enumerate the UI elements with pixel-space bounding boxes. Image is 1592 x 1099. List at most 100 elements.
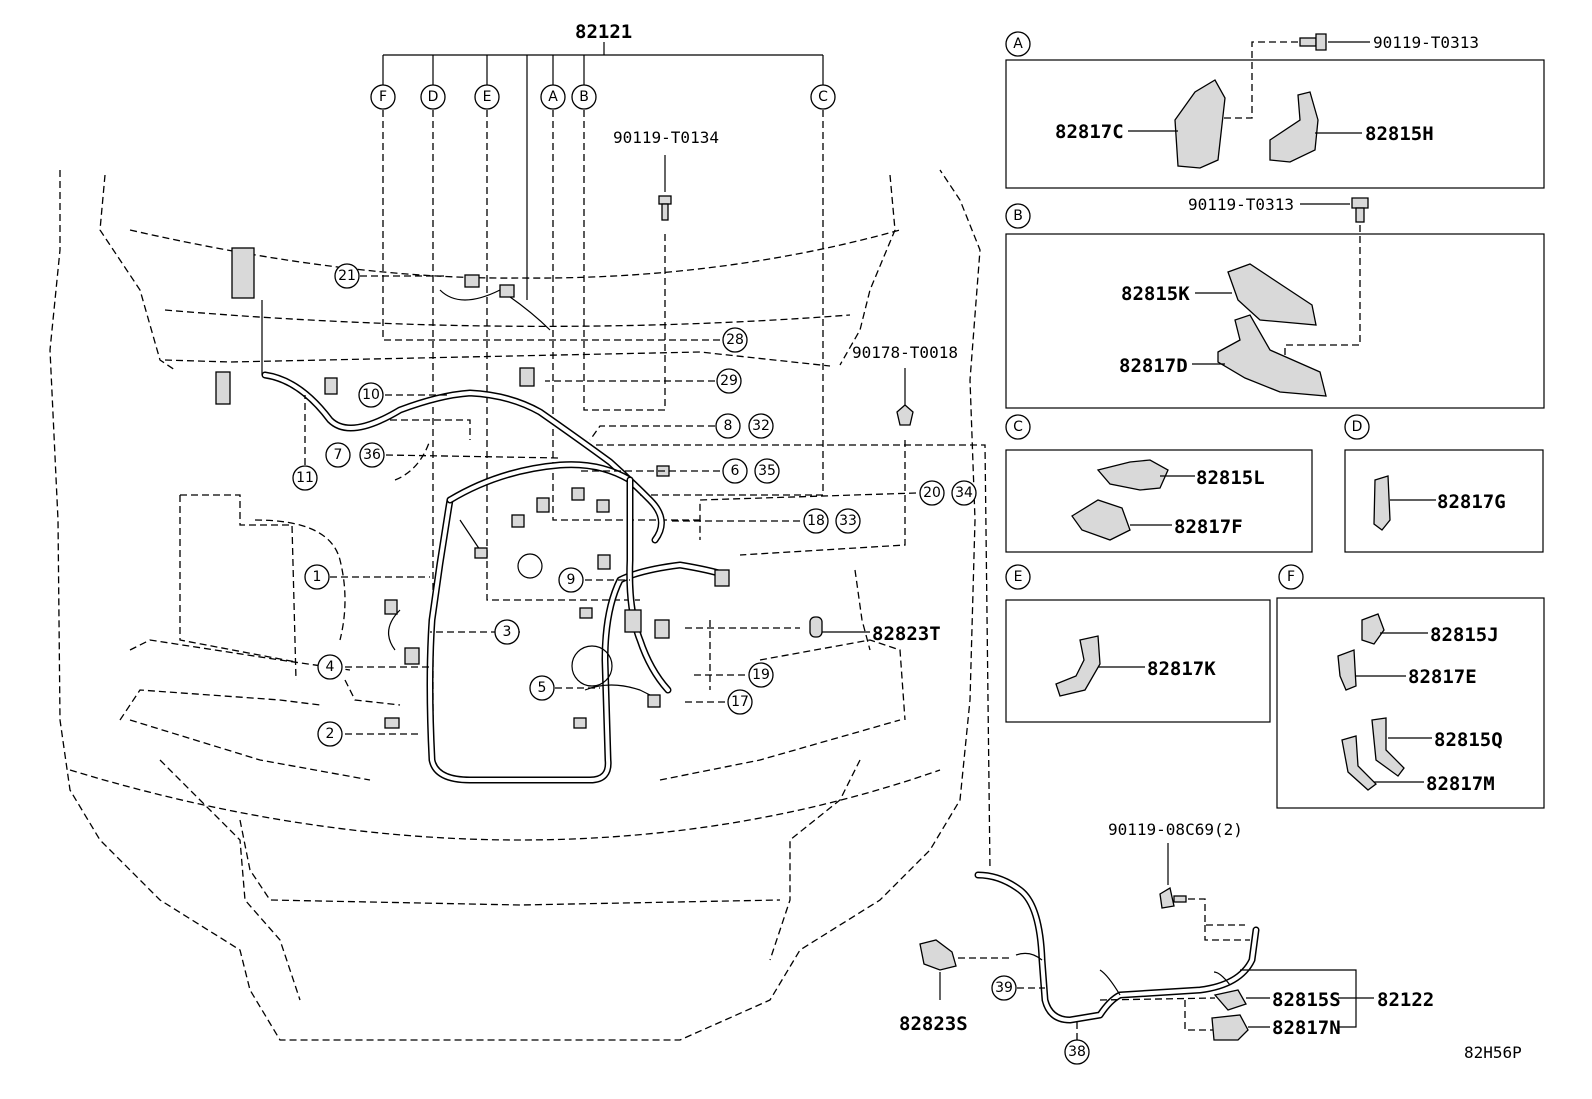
detail-f-part-3: 82815Q <box>1434 729 1503 751</box>
detail-f-part-2: 82817E <box>1408 666 1477 688</box>
branch-letter: E <box>483 89 492 105</box>
sub-harness-part-1: 82815S <box>1272 989 1341 1011</box>
callout-number: 18 <box>807 513 825 529</box>
branch-letter: B <box>579 89 589 105</box>
callout-21: 21 <box>334 263 360 289</box>
callout-2: 2 <box>317 721 343 747</box>
callout-10: 10 <box>358 382 384 408</box>
branch-callout-d: D <box>420 84 446 110</box>
callout-leaders <box>304 275 917 735</box>
detail-letter-e: E <box>1014 569 1023 585</box>
branch-letter: A <box>548 89 558 105</box>
callout-number: 5 <box>538 680 547 696</box>
branch-callout-c: C <box>810 84 836 110</box>
callout-3: 3 <box>494 619 520 645</box>
bolt-center-icon <box>658 155 672 221</box>
bracket-main-label: 82823T <box>872 623 941 645</box>
callout-number: 32 <box>752 418 770 434</box>
bolt-a-label: 90119-T0313 <box>1373 33 1479 52</box>
branch-callout-a: A <box>540 84 566 110</box>
detail-panel-d: D 82817G <box>1344 414 1544 553</box>
bolt-center-label: 90119-T0134 <box>613 128 719 147</box>
branch-letter: F <box>379 89 387 105</box>
detail-panel-f: F 82815J 82817E 82815Q 82817M <box>1276 564 1545 809</box>
detail-letter-d: D <box>1352 419 1363 435</box>
callout-number: 33 <box>839 513 857 529</box>
callout-35: 35 <box>754 458 780 484</box>
callout-number: 28 <box>726 332 744 348</box>
callout-number: 8 <box>724 418 733 434</box>
branch-letter: D <box>428 89 439 105</box>
connector-blocks <box>215 247 823 729</box>
callout-number: 36 <box>363 447 381 463</box>
callout-29: 29 <box>716 368 742 394</box>
callout-5: 5 <box>529 675 555 701</box>
detail-c-part-1: 82815L <box>1196 467 1265 489</box>
detail-a-part-1: 82817C <box>1055 121 1124 143</box>
callout-8: 8 <box>715 413 741 439</box>
callout-number: 7 <box>334 447 343 463</box>
numbered-callouts-right: 28 29 8 32 6 35 20 34 18 33 19 17 <box>715 327 977 715</box>
callout-38: 38 <box>1068 1044 1086 1060</box>
callout-1: 1 <box>304 564 330 590</box>
callout-6: 6 <box>722 458 748 484</box>
branch-callout-e: E <box>474 84 500 110</box>
branch-letter-callouts: F D E A B C <box>370 84 836 110</box>
detail-b-part-2: 82817D <box>1119 355 1188 377</box>
callout-number: 21 <box>338 268 356 284</box>
detail-b-part-1: 82815K <box>1121 283 1190 305</box>
callout-32: 32 <box>748 413 774 439</box>
detail-letter-a: A <box>1013 36 1023 52</box>
callout-number: 20 <box>923 485 941 501</box>
callout-number: 1 <box>313 569 322 585</box>
callout-number: 9 <box>567 572 576 588</box>
callout-number: 17 <box>731 694 749 710</box>
branch-callout-b: B <box>571 84 597 110</box>
callout-33: 33 <box>835 508 861 534</box>
branch-letter: C <box>818 89 828 105</box>
detail-letter-f: F <box>1287 569 1295 585</box>
callout-number: 34 <box>955 485 973 501</box>
bolt-lower-label: 90119-08C69(2) <box>1108 820 1243 839</box>
detail-c-part-2: 82817F <box>1174 516 1243 538</box>
detail-e-part-1: 82817K <box>1147 658 1216 680</box>
callout-number: 35 <box>758 463 776 479</box>
bolt-b-label: 90119-T0313 <box>1188 195 1294 214</box>
callout-4: 4 <box>317 654 343 680</box>
callout-number: 11 <box>296 470 314 486</box>
detail-f-part-1: 82815J <box>1430 624 1499 646</box>
detail-letter-c: C <box>1013 419 1023 435</box>
figure-code: 82H56P <box>1464 1043 1522 1062</box>
main-harness-part-label: 82121 <box>575 21 632 43</box>
callout-number: 3 <box>503 624 512 640</box>
callout-7: 7 <box>325 442 351 468</box>
detail-panel-a: A 90119-T0313 82817C 82815H <box>1005 31 1545 189</box>
callout-28: 28 <box>722 327 748 353</box>
clip-right-label: 90178-T0018 <box>852 343 958 362</box>
detail-panel-b: B 90119-T0313 82815K 82817D <box>1005 195 1545 409</box>
detail-letter-b: B <box>1013 208 1023 224</box>
callout-number: 6 <box>731 463 740 479</box>
callout-number: 2 <box>326 726 335 742</box>
sub-harness-part-2: 82817N <box>1272 1017 1341 1039</box>
callout-34: 34 <box>951 480 977 506</box>
callout-19: 19 <box>748 662 774 688</box>
detail-f-part-4: 82817M <box>1426 773 1495 795</box>
callout-36: 36 <box>359 442 385 468</box>
detail-panel-c: C 82815L 82817F <box>1005 414 1313 553</box>
branch-callout-f: F <box>370 84 396 110</box>
sub-harness-82122: 90119-08C69(2) 82823S 39 38 82815S 82817… <box>899 820 1434 1065</box>
bolt-lower-icon <box>1159 886 1187 909</box>
main-harness-leaders <box>382 42 991 871</box>
sub-harness-part-label: 82122 <box>1377 989 1434 1011</box>
callout-number: 29 <box>720 373 738 389</box>
bolt-b-icon <box>1351 197 1369 223</box>
callout-18: 18 <box>803 508 829 534</box>
callout-11: 11 <box>292 465 318 491</box>
callout-number: 19 <box>752 667 770 683</box>
callout-number: 10 <box>362 387 380 403</box>
callout-9: 9 <box>558 567 584 593</box>
engine-bay-outline <box>49 169 981 1041</box>
numbered-callouts-left: 21 10 11 7 36 1 3 4 5 2 9 <box>292 263 584 747</box>
